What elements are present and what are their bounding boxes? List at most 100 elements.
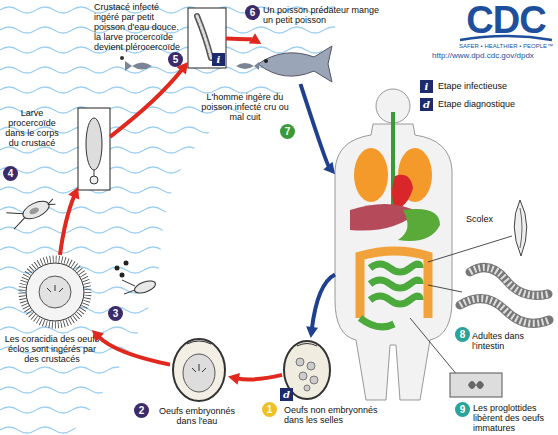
url-text: http://www.dpd.cdc.gov/dpdx [432, 51, 534, 61]
arrow-line [60, 195, 75, 255]
larva [197, 16, 211, 58]
copepod-body [133, 279, 157, 296]
stage-caption: L'homme ingère du poisson infecté cru ou… [195, 92, 295, 122]
larva [86, 118, 102, 170]
copepod-legs [122, 280, 135, 294]
human-body [335, 89, 452, 400]
leader-line [428, 236, 512, 262]
proglottid-shape [450, 373, 502, 397]
tiny-crustacean [120, 56, 124, 60]
step-number: 3 [108, 306, 123, 321]
stage-caption: Les proglottides libèrent des oeufs imma… [473, 403, 557, 433]
larva-segments [197, 16, 211, 58]
small-fish [120, 56, 152, 71]
step-number: 6 [245, 5, 260, 20]
arrow-line [110, 69, 182, 137]
uterine-rosette [468, 381, 484, 389]
free-coracidium [120, 273, 125, 278]
stage-marker: i [420, 80, 433, 93]
lung [354, 148, 388, 202]
step-number: 9 [455, 402, 470, 417]
step-number: 7 [280, 124, 295, 139]
frame [78, 108, 110, 190]
arrow-head [92, 330, 104, 342]
hooks [47, 285, 63, 292]
prey-fish [236, 63, 254, 69]
copepod [6, 192, 57, 229]
copepod-body [20, 198, 51, 223]
water-waves [0, 0, 335, 435]
stage-caption: Larve procercoïde dans le corps du crust… [0, 108, 64, 148]
stage-marker: d [280, 388, 293, 401]
cycle-arrow [226, 33, 261, 44]
legend-text: Etape diagnostique [438, 98, 515, 111]
frame [188, 8, 226, 68]
coracidium [22, 259, 88, 325]
arrow-head [176, 62, 188, 74]
rectum [360, 318, 394, 327]
small-intestine [370, 264, 420, 304]
worm-segments [460, 299, 549, 324]
logo-tagline: SAFER • HEALTHIER • PEOPLE™ [458, 43, 554, 50]
fish-tail [125, 61, 132, 71]
cycle-arrow [110, 62, 188, 137]
step-number: 8 [455, 327, 470, 342]
cycle-arrow [92, 330, 170, 365]
cycle-arrow [60, 187, 79, 255]
colon [360, 251, 428, 318]
stage-caption: Crustacé infecté ingéré par petit poisso… [94, 2, 186, 52]
arrow-line [300, 84, 329, 167]
adult-worms [460, 268, 549, 324]
part-label: Scolex [466, 214, 493, 224]
worm [470, 268, 548, 296]
stage-caption: Les coracidia des oeufs éclos sont ingér… [4, 334, 100, 364]
arrow-line [226, 37, 254, 42]
egg-shell [173, 339, 225, 401]
embryonated-egg [173, 339, 225, 401]
cilia [22, 259, 88, 325]
bothrium-groove [520, 208, 522, 248]
worm [460, 299, 549, 324]
cycle-arrow [228, 373, 282, 385]
leader-line [410, 318, 458, 376]
stage-box: 9Les proglottides libèrent des oeufs imm… [448, 370, 506, 398]
stage-marker: d [420, 98, 433, 111]
procercoid-box [78, 108, 110, 190]
cercomer [90, 176, 98, 184]
stage-box: 6Un poisson prédateur mange un petit poi… [256, 44, 332, 84]
plerocercoid-box [188, 8, 226, 68]
granule [296, 358, 304, 366]
legend-text: Etape infectieuse [438, 80, 507, 93]
arrow-head [249, 33, 262, 44]
stage-box: 4Larve procercoïde dans le corps du crus… [78, 108, 110, 190]
arrow-head [306, 326, 318, 338]
operculum [297, 344, 317, 347]
stage-box: 7L'homme ingère du poisson infecté cru o… [335, 88, 452, 400]
granule [307, 362, 315, 370]
operculum [187, 341, 211, 344]
scolex [514, 200, 527, 256]
stage-box: 2Oeufs embryonnés dans l'eau [170, 338, 228, 403]
stage-caption: Adultes dans l'intestin [472, 331, 556, 351]
fish-eye [264, 59, 268, 63]
cycle-arrow [306, 275, 335, 338]
stage-caption: Un poisson prédateur mange un petit pois… [263, 5, 388, 25]
larva-neck [94, 170, 95, 176]
fish-body [258, 46, 332, 82]
logo-text: CDC [458, 1, 554, 39]
oncosphere [39, 276, 71, 308]
larva-inside [28, 206, 40, 216]
granule [310, 376, 318, 384]
stage-caption: Oeufs non embryonnés dans les selles [284, 405, 384, 425]
leader-line [428, 285, 462, 292]
worm-segments [470, 268, 548, 296]
step-number: 4 [3, 166, 18, 181]
stage-box: 8Adultes dans l'intestin [452, 262, 552, 326]
granule [304, 385, 310, 391]
prey-tail [254, 62, 259, 70]
arrow-head [68, 187, 79, 199]
scolex-shape [514, 200, 527, 256]
embryo-hooks [192, 364, 206, 372]
